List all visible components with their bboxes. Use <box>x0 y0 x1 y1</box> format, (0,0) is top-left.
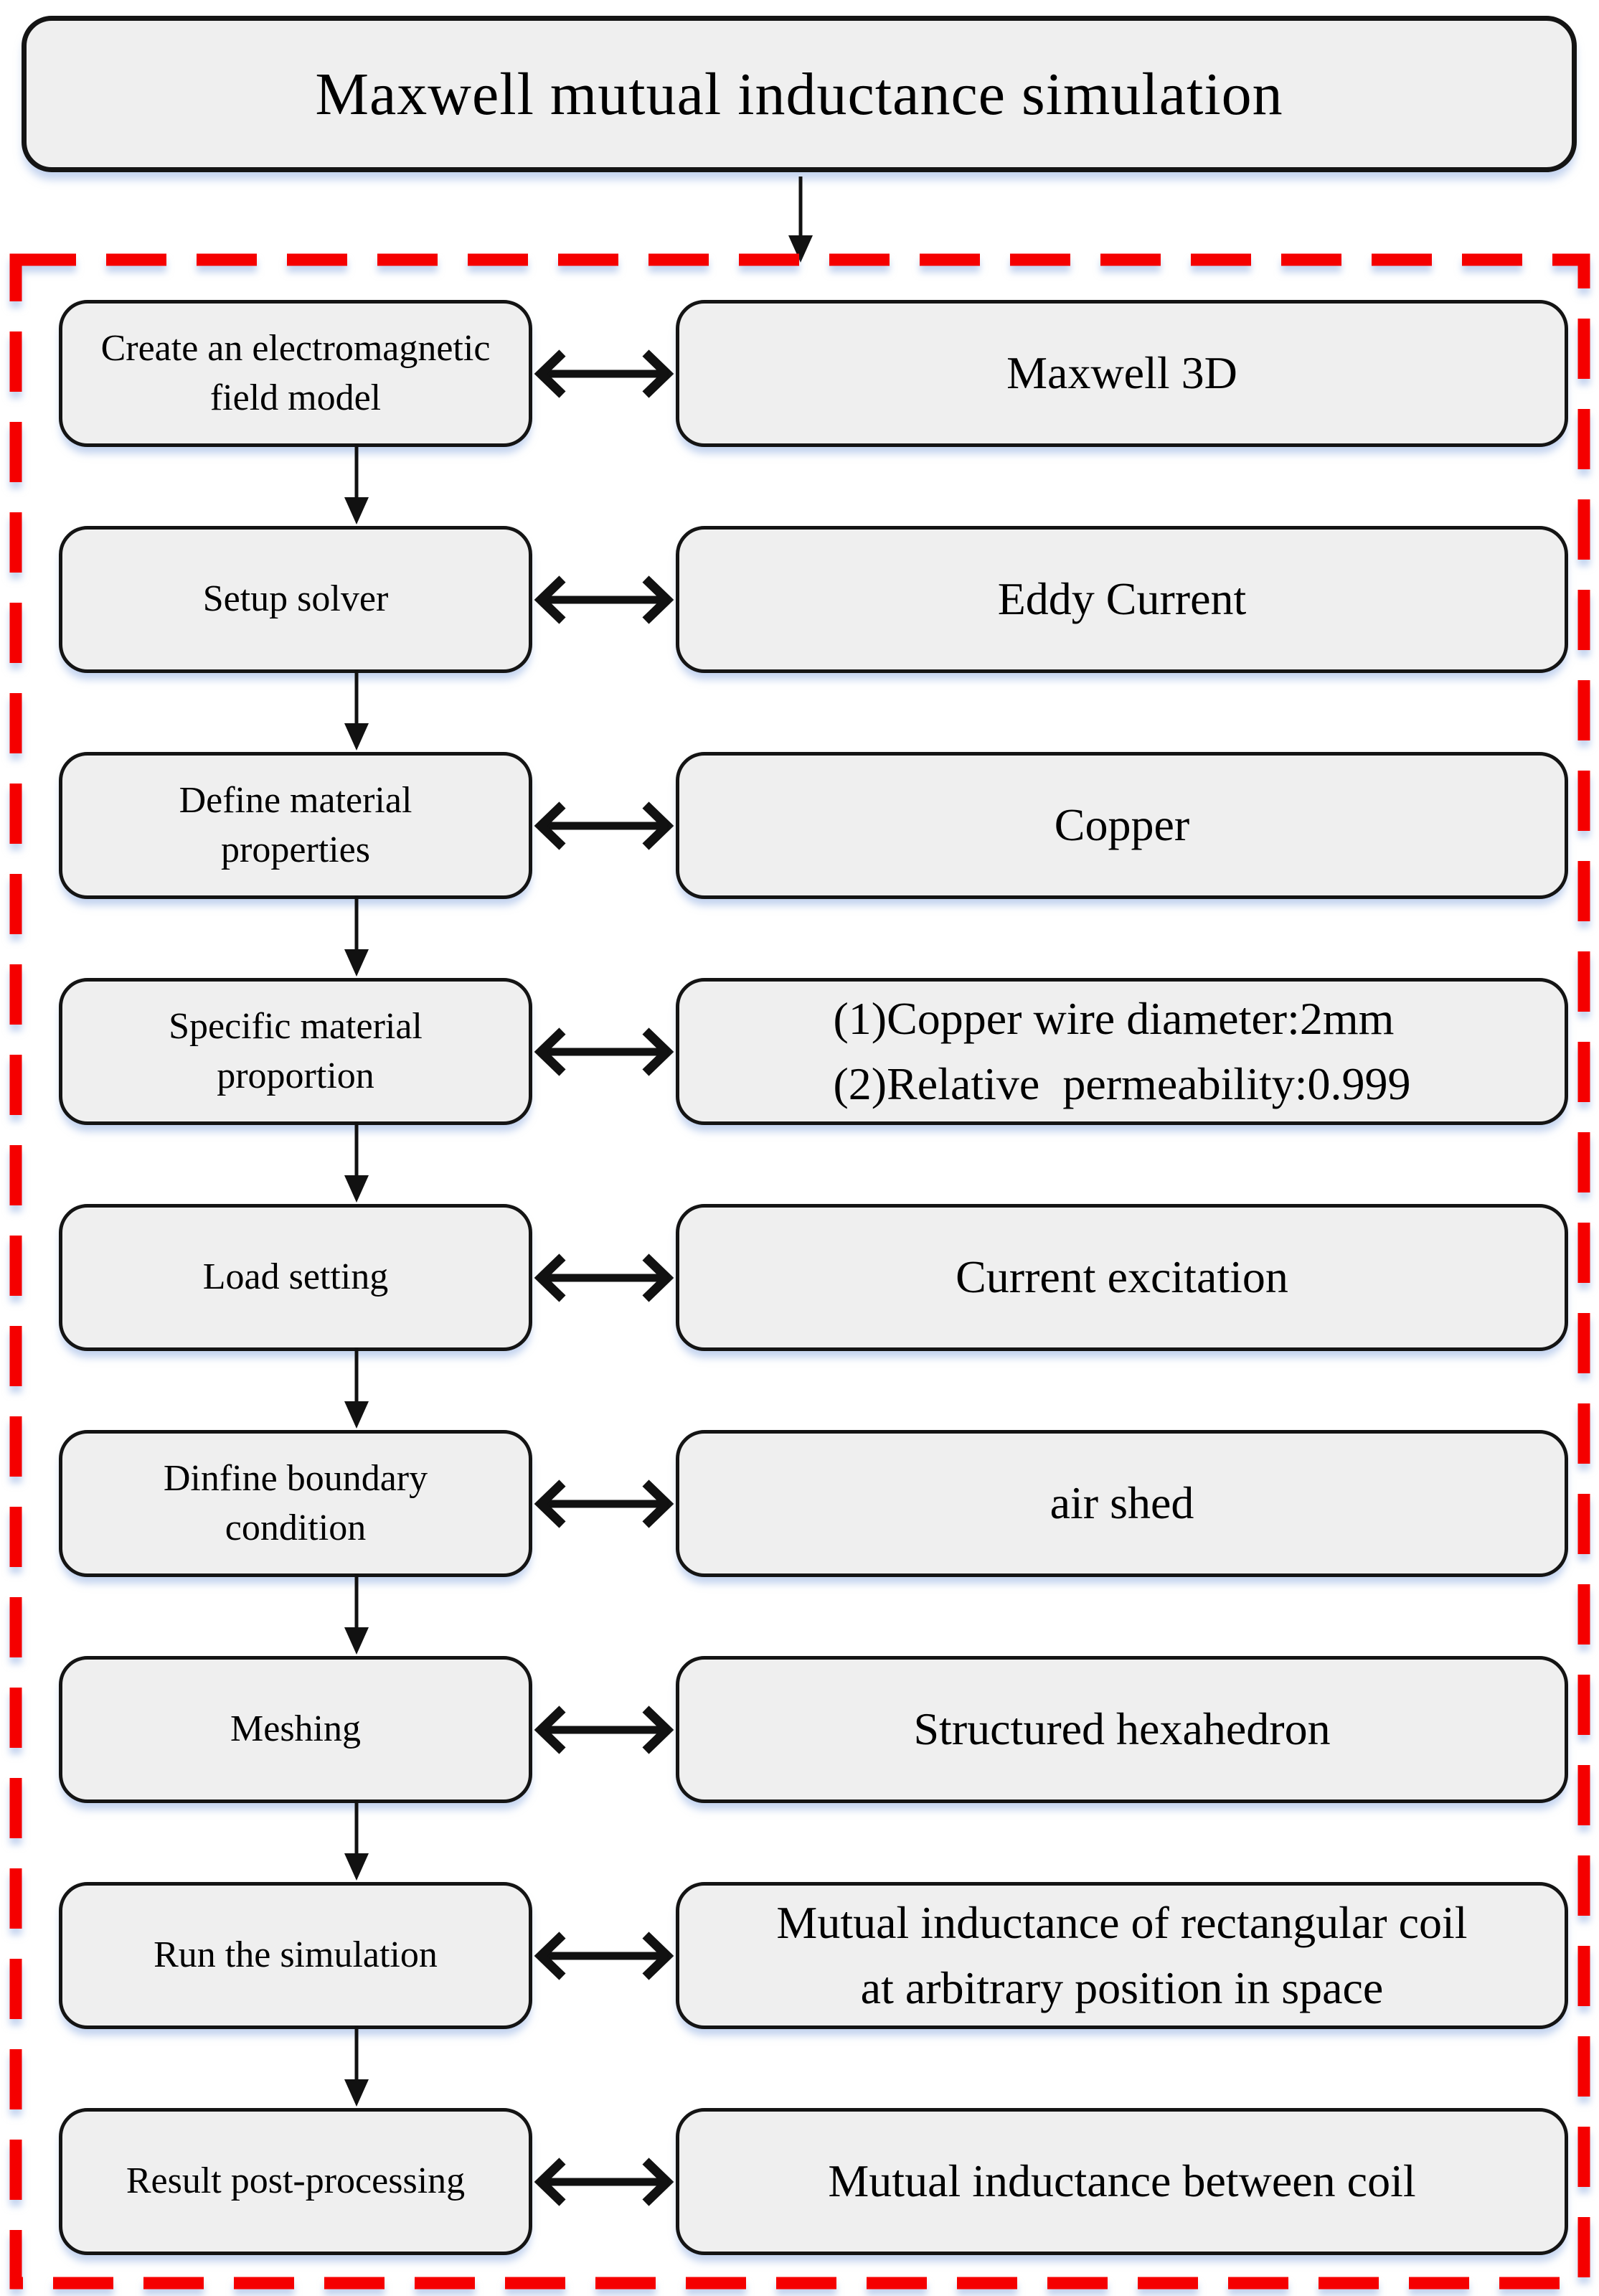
connector <box>532 526 676 673</box>
connector <box>532 1882 676 2029</box>
flow-row: Define material properties Copper <box>59 752 1568 899</box>
step-node-create-model: Create an electromagnetic field model <box>59 300 532 447</box>
detail-node-air-shed: air shed <box>676 1430 1568 1577</box>
bidirectional-arrow-icon <box>534 801 674 850</box>
flow-row: Specific material proportion (1)Copper w… <box>59 978 1568 1125</box>
bidirectional-arrow-icon <box>534 1253 674 1302</box>
bidirectional-arrow-icon <box>534 1931 674 1980</box>
step-node-material-proportion: Specific material proportion <box>59 978 532 1125</box>
pipeline-dashed-boundary <box>9 253 1590 2290</box>
step-label: Setup solver <box>202 578 389 620</box>
connector <box>532 978 676 1125</box>
down-arrow-icon <box>344 1573 369 1655</box>
step-node-define-material: Define material properties <box>59 752 532 899</box>
step-node-post-processing: Result post-processing <box>59 2108 532 2255</box>
down-arrow-icon <box>344 443 369 524</box>
flow-row: Result post-processing Mutual inductance… <box>59 2108 1568 2255</box>
step-label: Result post-processing <box>126 2160 466 2202</box>
detail-node-wire-parameters: (1)Copper wire diameter:2mm (2)Relative … <box>676 978 1568 1125</box>
step-label: Load setting <box>202 1256 389 1298</box>
step-label: Run the simulation <box>154 1934 438 1976</box>
connector <box>532 300 676 447</box>
detail-label: Maxwell 3D <box>1006 347 1237 399</box>
flow-row: Create an electromagnetic field model Ma… <box>59 300 1568 447</box>
detail-node-maxwell-3d: Maxwell 3D <box>676 300 1568 447</box>
down-arrow-icon <box>344 895 369 977</box>
flow-row: Run the simulation Mutual inductance of … <box>59 1882 1568 2029</box>
connector <box>532 1656 676 1803</box>
flow-row: Dinfine boundary condition air shed <box>59 1430 1568 1577</box>
connector <box>532 1204 676 1351</box>
page-title: Maxwell mutual inductance simulation <box>315 60 1283 128</box>
step-node-meshing: Meshing <box>59 1656 532 1803</box>
down-arrow-icon <box>344 1121 369 1203</box>
step-node-boundary-condition: Dinfine boundary condition <box>59 1430 532 1577</box>
connector <box>532 752 676 899</box>
detail-node-mutual-inductance-position: Mutual inductance of rectangular coil at… <box>676 1882 1568 2029</box>
down-arrow-icon <box>344 1799 369 1881</box>
down-arrow-icon <box>344 2026 369 2107</box>
detail-node-hexahedron: Structured hexahedron <box>676 1656 1568 1803</box>
step-label: Specific material proportion <box>169 1005 423 1096</box>
detail-label: (1)Copper wire diameter:2mm (2)Relative … <box>833 992 1411 1109</box>
down-arrow-icon <box>344 669 369 751</box>
flow-rows: Create an electromagnetic field model Ma… <box>59 300 1568 2255</box>
down-arrow-icon <box>344 1347 369 1429</box>
connector <box>532 2108 676 2255</box>
detail-label: Mutual inductance between coil <box>828 2155 1416 2207</box>
flow-row: Load setting Current excitation <box>59 1204 1568 1351</box>
bidirectional-arrow-icon <box>534 2157 674 2206</box>
detail-label: Eddy Current <box>997 573 1247 625</box>
detail-node-current-excitation: Current excitation <box>676 1204 1568 1351</box>
bidirectional-arrow-icon <box>534 349 674 398</box>
step-label: Meshing <box>230 1708 361 1750</box>
step-label: Dinfine boundary condition <box>163 1457 428 1548</box>
down-arrow-icon <box>788 177 813 263</box>
step-label: Create an electromagnetic field model <box>100 327 491 418</box>
detail-node-mutual-inductance-coil: Mutual inductance between coil <box>676 2108 1568 2255</box>
flow-row: Setup solver Eddy Current <box>59 526 1568 673</box>
flow-row: Meshing Structured hexahedron <box>59 1656 1568 1803</box>
title-node: Maxwell mutual inductance simulation <box>22 16 1577 172</box>
step-node-setup-solver: Setup solver <box>59 526 532 673</box>
detail-label: Current excitation <box>956 1251 1288 1303</box>
detail-node-eddy-current: Eddy Current <box>676 526 1568 673</box>
step-node-run-simulation: Run the simulation <box>59 1882 532 2029</box>
detail-label: air shed <box>1050 1477 1194 1529</box>
bidirectional-arrow-icon <box>534 1479 674 1528</box>
bidirectional-arrow-icon <box>534 1705 674 1754</box>
step-node-load-setting: Load setting <box>59 1204 532 1351</box>
detail-label: Structured hexahedron <box>913 1703 1331 1755</box>
connector <box>532 1430 676 1577</box>
detail-label: Mutual inductance of rectangular coil at… <box>776 1896 1468 2013</box>
detail-label: Copper <box>1054 799 1190 851</box>
bidirectional-arrow-icon <box>534 1027 674 1076</box>
detail-node-copper: Copper <box>676 752 1568 899</box>
step-label: Define material properties <box>179 779 412 870</box>
bidirectional-arrow-icon <box>534 575 674 624</box>
